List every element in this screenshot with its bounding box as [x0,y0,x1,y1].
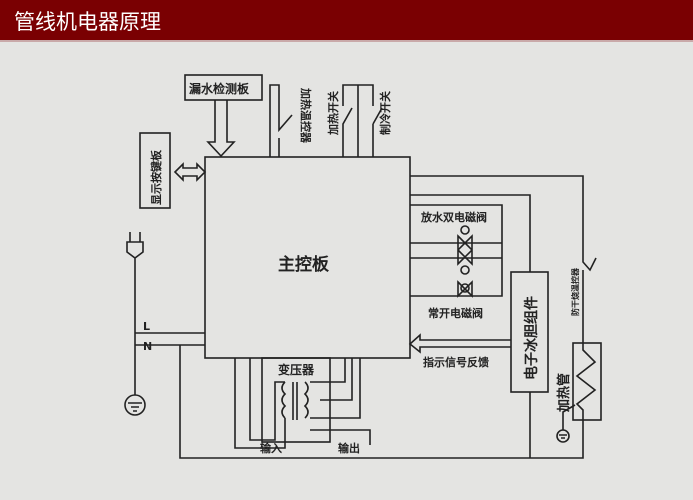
live-label: L [143,320,150,333]
transformer-coils [234,358,371,449]
normally-open-valve-label: 常开电磁阀 [428,306,483,320]
heater-ground-mark [559,434,567,439]
feedback-label: 指示信号反馈 [423,355,489,369]
valve-frame [410,194,531,297]
electronic-tank-label: 电子冰胆组件 [523,296,540,380]
feedback-arrow [408,333,511,354]
switch-wires [342,84,383,157]
heater-ground-icon [556,429,570,443]
neutral-label: N [143,340,152,353]
leak-detect-label: 漏水检测板 [189,81,250,96]
page-title: 管线机电器原理 [14,10,161,34]
display-key-label: 显示按键板 [149,149,163,205]
heater-ground-wire [562,404,576,430]
valve-icon [457,225,473,298]
bidirectional-arrow [173,162,207,182]
leak-arrow [206,100,236,158]
drain-dual-valve-label: 放水双电磁阀 [420,210,487,224]
plug-icon [126,232,144,395]
ground-icon [124,394,146,416]
leak-detect-board [184,74,263,101]
heater-tube [572,342,602,421]
heater-coil [575,343,597,430]
heating-thermostat-label: 加热温控器 [299,87,313,144]
output-label: 输出 [338,441,360,455]
input-label: 输入 [260,441,282,455]
display-key-board [139,132,171,209]
heating-switch-label: 加热开关 [326,91,340,136]
mains-wires [135,332,205,346]
dry-burn-thermostat-label: 防干烧温控器 [570,267,580,316]
transformer-label: 变压器 [278,362,315,377]
cooling-switch-label: 制冷开关 [378,91,392,135]
main-board-label: 主控板 [278,254,330,275]
title-bar: 管线机电器原理 [0,0,693,42]
heater-tube-label: 加热管 [556,373,572,413]
outer-wire [179,175,597,459]
thermostat-wire [269,84,293,157]
